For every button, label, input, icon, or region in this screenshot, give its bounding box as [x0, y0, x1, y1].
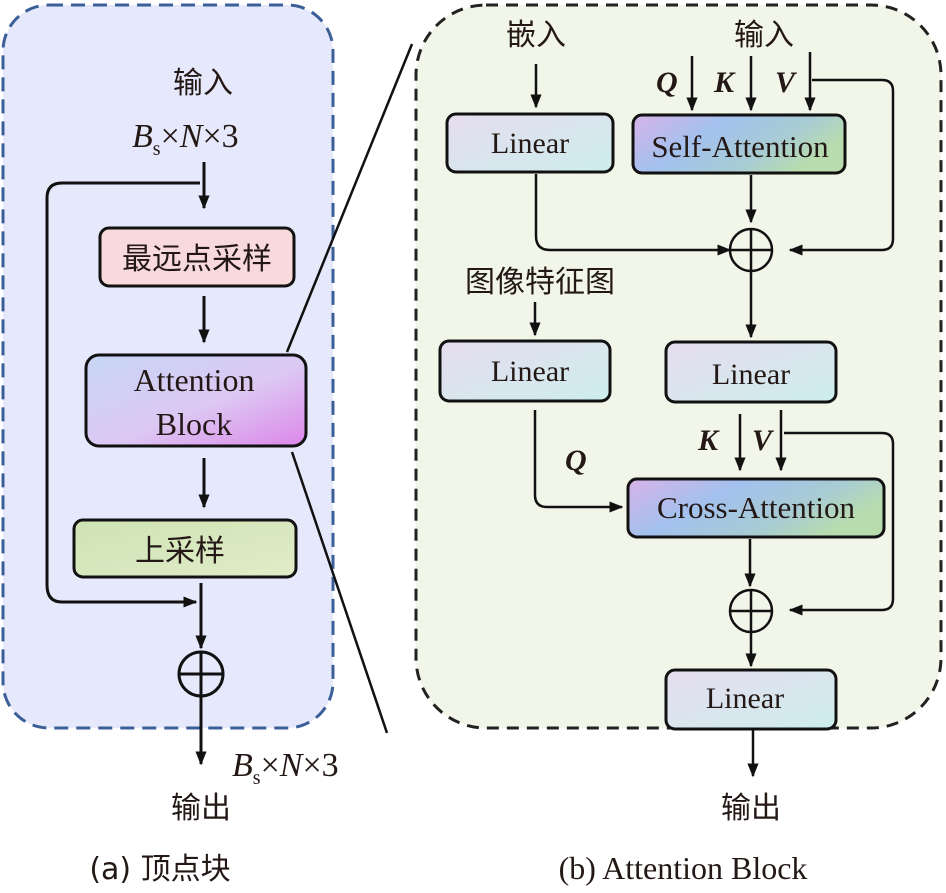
self-attention-label: Self-Attention — [651, 129, 829, 164]
panel-b-output-label: 输出 — [721, 791, 781, 826]
add-node-2 — [728, 588, 774, 634]
panel-a-add-node — [177, 650, 225, 698]
panel-b-caption: (b) Attention Block — [559, 850, 808, 886]
v-label-cross: V — [752, 424, 775, 457]
residual-line-2 — [784, 431, 895, 616]
panel-a-input-shape: Bs×N×3 — [132, 118, 239, 160]
zoom-line-top — [285, 43, 414, 353]
linear-embed-label: Linear — [491, 127, 569, 160]
self-attention-block — [631, 113, 847, 175]
linear-image-label: Linear — [491, 355, 569, 388]
linear-mid-label: Linear — [712, 358, 790, 391]
panel-a-input-label: 输入 — [173, 66, 233, 101]
attention-block-label-line2: Block — [156, 406, 232, 442]
cross-attention-label: Cross-Attention — [657, 490, 856, 525]
linear-image-to-cross — [533, 410, 624, 513]
linear-image-block — [438, 339, 612, 403]
image-feature-label: 图像特征图 — [465, 265, 615, 300]
linear-mid-block — [664, 340, 838, 404]
panel-a-output-shape: Bs×N×3 — [232, 747, 339, 789]
upsample-block-label: 上采样 — [135, 534, 225, 569]
skip-connection-line — [45, 181, 200, 608]
fps-block — [98, 226, 296, 288]
linear-embed-to-add — [534, 174, 732, 256]
attention-block-label-line1: Attention — [134, 362, 255, 398]
upsample-block — [72, 518, 298, 579]
q-label-cross: Q — [565, 444, 587, 477]
panel-a-output-label: 输出 — [171, 791, 231, 826]
embed-label: 嵌入 — [506, 18, 566, 53]
q-label-self: Q — [656, 66, 678, 99]
k-label-self: K — [713, 66, 736, 99]
add-node-1 — [728, 227, 774, 273]
zoom-line-bottom — [290, 451, 389, 734]
k-label-cross: K — [697, 424, 720, 457]
v-label-self: V — [775, 66, 798, 99]
linear-out-label: Linear — [706, 682, 784, 715]
attention-block[interactable] — [84, 353, 308, 448]
cross-attention-block — [626, 477, 886, 539]
linear-embed-block — [445, 112, 615, 174]
residual-line-1 — [788, 78, 895, 256]
panel-a-caption: (a) 顶点块 — [89, 852, 230, 887]
fps-block-label: 最远点采样 — [122, 242, 272, 277]
panel-b-input-label: 输入 — [734, 18, 794, 53]
linear-out-block — [664, 668, 838, 731]
